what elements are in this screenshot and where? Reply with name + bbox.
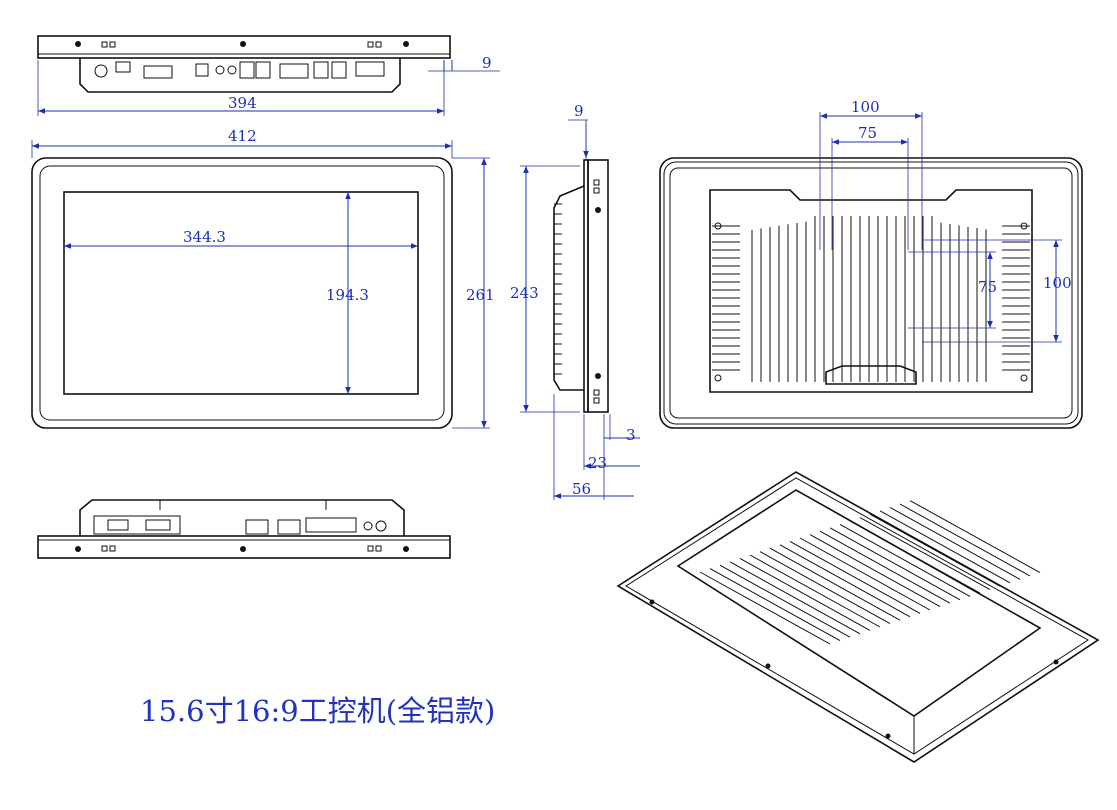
fin-line [909,500,1041,574]
dim-vesa-75-v: 75 [978,278,997,296]
fin-line [779,544,911,618]
dim-screen-height: 194.3 [326,286,369,304]
product-caption: 15.6寸16:9工控机(全铝款) [140,694,496,728]
fin-line [899,503,1031,577]
dim-side-height: 243 [510,284,539,302]
fin-line [759,551,891,625]
fin-line [719,564,851,638]
fin-line [789,540,921,614]
fin-line [739,557,871,631]
dim-top-depth: 9 [482,54,492,72]
front-view [31,140,490,429]
dim-side-3: 3 [626,426,636,444]
top-view [37,35,500,116]
dim-side-top: 9 [574,102,584,120]
fin-line [879,510,1011,584]
fin-line [709,568,841,642]
dim-top-width: 394 [228,94,257,112]
fin-line [749,554,881,628]
dim-vesa-100-h: 100 [851,98,880,116]
bottom-view [37,499,451,559]
dim-vesa-100-v: 100 [1043,274,1072,292]
dim-front-height: 261 [466,286,495,304]
isometric-view [616,471,1100,763]
fin-line [809,534,941,608]
side-view [520,119,640,500]
fin-line [859,517,991,591]
fin-line [849,520,981,594]
fin-line [839,523,971,597]
fin-line [769,547,901,621]
dim-side-56: 56 [572,480,591,498]
fin-line [799,537,931,611]
dim-vesa-75-h: 75 [858,124,877,142]
fin-line [819,530,951,604]
fin-line [889,506,1021,580]
dim-screen-width: 344.3 [183,228,226,246]
fin-line [699,571,831,645]
fin-line [869,513,1001,587]
fin-line [829,527,961,601]
dim-front-width: 412 [228,127,257,145]
rear-view [659,112,1083,429]
dim-side-23: 23 [588,454,607,472]
fin-line [729,561,861,635]
